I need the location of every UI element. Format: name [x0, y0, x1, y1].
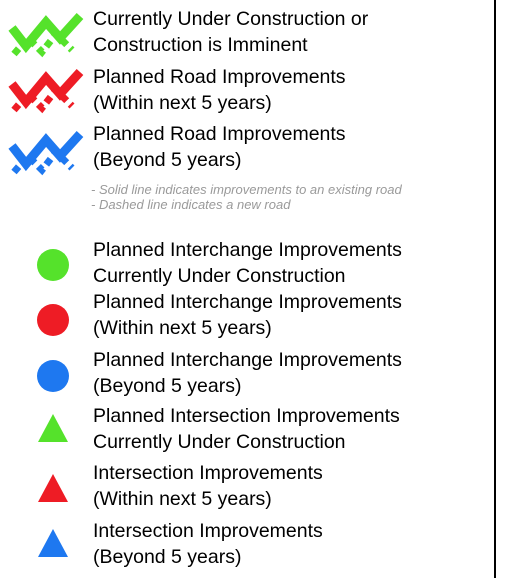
road-zigzag-icon	[8, 130, 84, 176]
legend-label-line1: Intersection Improvements	[93, 520, 323, 542]
legend-label-line2: Construction is Imminent	[93, 34, 308, 56]
road-zigzag-icon	[8, 12, 84, 58]
legend-label-line2: Currently Under Construction	[93, 431, 346, 453]
triangle-icon	[38, 474, 68, 502]
note-solid-line: - Solid line indicates improvements to a…	[91, 182, 402, 197]
legend-label-line1: Planned Interchange Improvements	[93, 349, 402, 371]
legend-label-line2: (Within next 5 years)	[93, 92, 272, 114]
road-zigzag-icon	[8, 68, 84, 114]
legend-label-line1: Planned Road Improvements	[93, 66, 346, 88]
circle-icon	[37, 304, 69, 336]
triangle-icon	[38, 414, 68, 442]
legend-label-line2: Currently Under Construction	[93, 265, 346, 287]
legend-label-line1: Planned Intersection Improvements	[93, 405, 400, 427]
legend-label-line2: (Within next 5 years)	[93, 488, 272, 510]
legend-notes: - Solid line indicates improvements to a…	[91, 182, 402, 212]
circle-icon	[37, 249, 69, 281]
note-dashed-line: - Dashed line indicates a new road	[91, 197, 291, 212]
legend-label-line1: Planned Road Improvements	[93, 123, 346, 145]
legend-label-line1: Intersection Improvements	[93, 462, 323, 484]
legend-label-line1: Planned Interchange Improvements	[93, 291, 402, 313]
legend-label-line2: (Beyond 5 years)	[93, 149, 242, 171]
legend-label-line2: (Within next 5 years)	[93, 317, 272, 339]
legend-label-line1: Currently Under Construction or	[93, 8, 369, 30]
legend-label-line1: Planned Interchange Improvements	[93, 239, 402, 261]
legend-label-line2: (Beyond 5 years)	[93, 546, 242, 568]
legend-label-line2: (Beyond 5 years)	[93, 375, 242, 397]
circle-icon	[37, 360, 69, 392]
triangle-icon	[38, 529, 68, 557]
